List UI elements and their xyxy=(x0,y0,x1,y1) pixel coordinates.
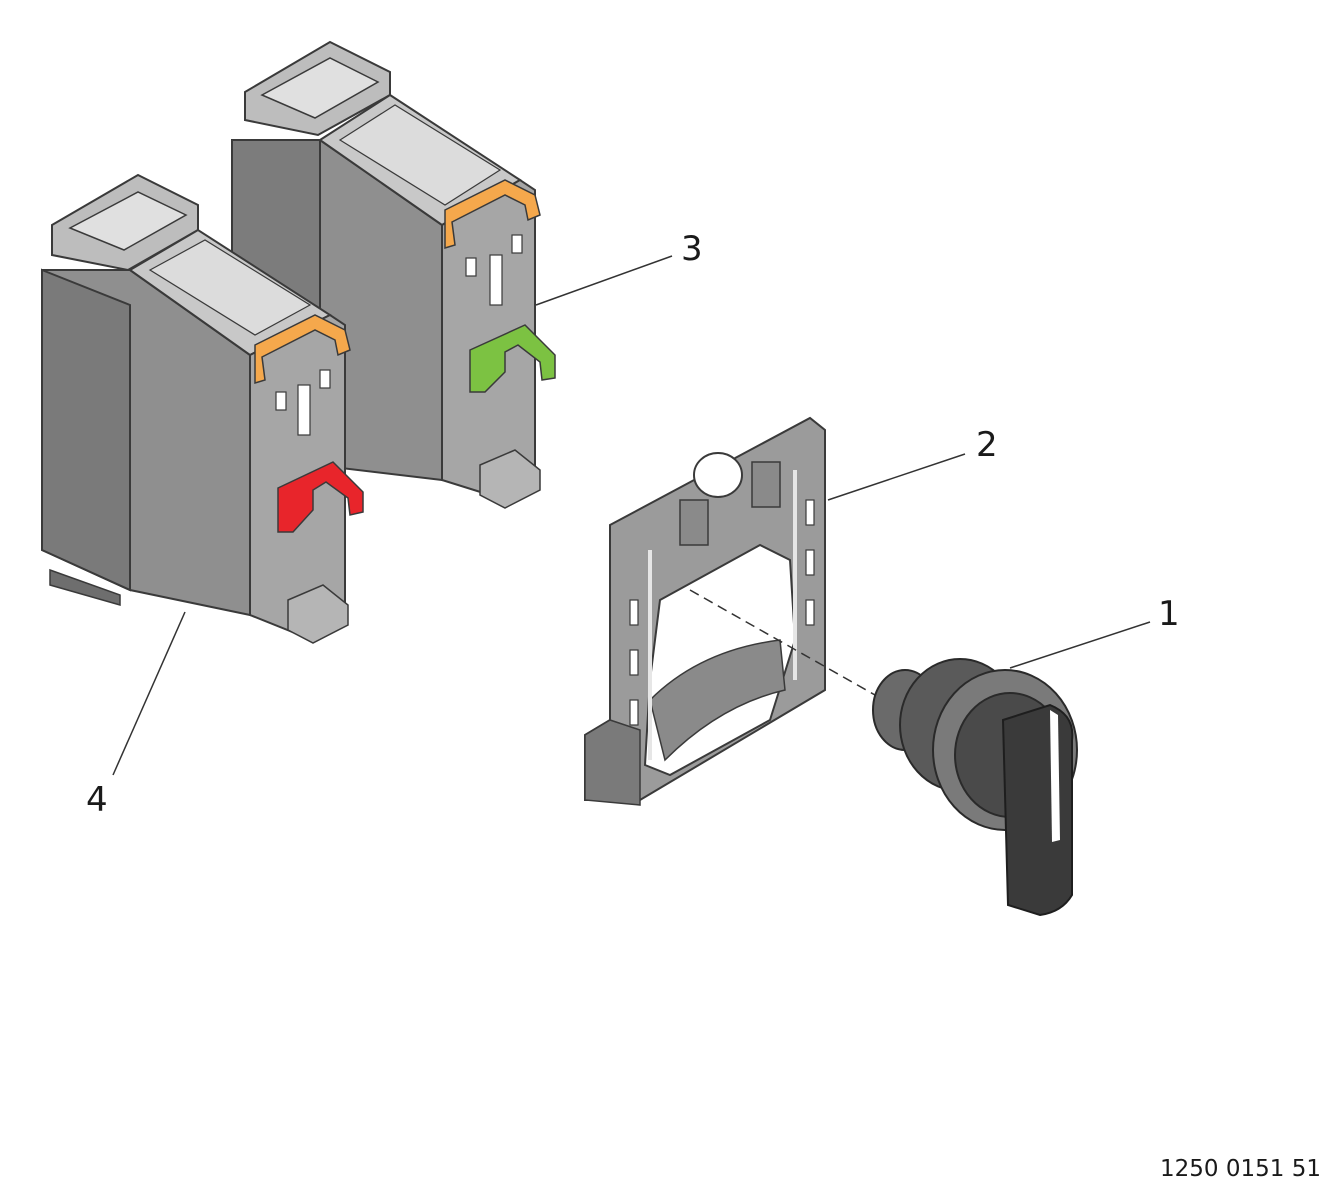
leader-line-4 xyxy=(112,611,186,776)
callout-1: 1 xyxy=(1158,594,1180,634)
contact-block-icon xyxy=(41,173,364,644)
leader-line-3 xyxy=(535,255,673,306)
document-number: 1250 0151 51 xyxy=(1160,1156,1321,1182)
callout-4: 4 xyxy=(86,780,108,820)
callout-3: 3 xyxy=(681,229,703,269)
selector-switch-icon xyxy=(872,658,1078,917)
callout-2: 2 xyxy=(976,425,998,465)
mounting-collar-icon xyxy=(584,416,826,806)
leader-line-2 xyxy=(827,453,966,501)
assembly-axis-line xyxy=(689,589,876,696)
leader-line-1 xyxy=(1009,621,1151,669)
